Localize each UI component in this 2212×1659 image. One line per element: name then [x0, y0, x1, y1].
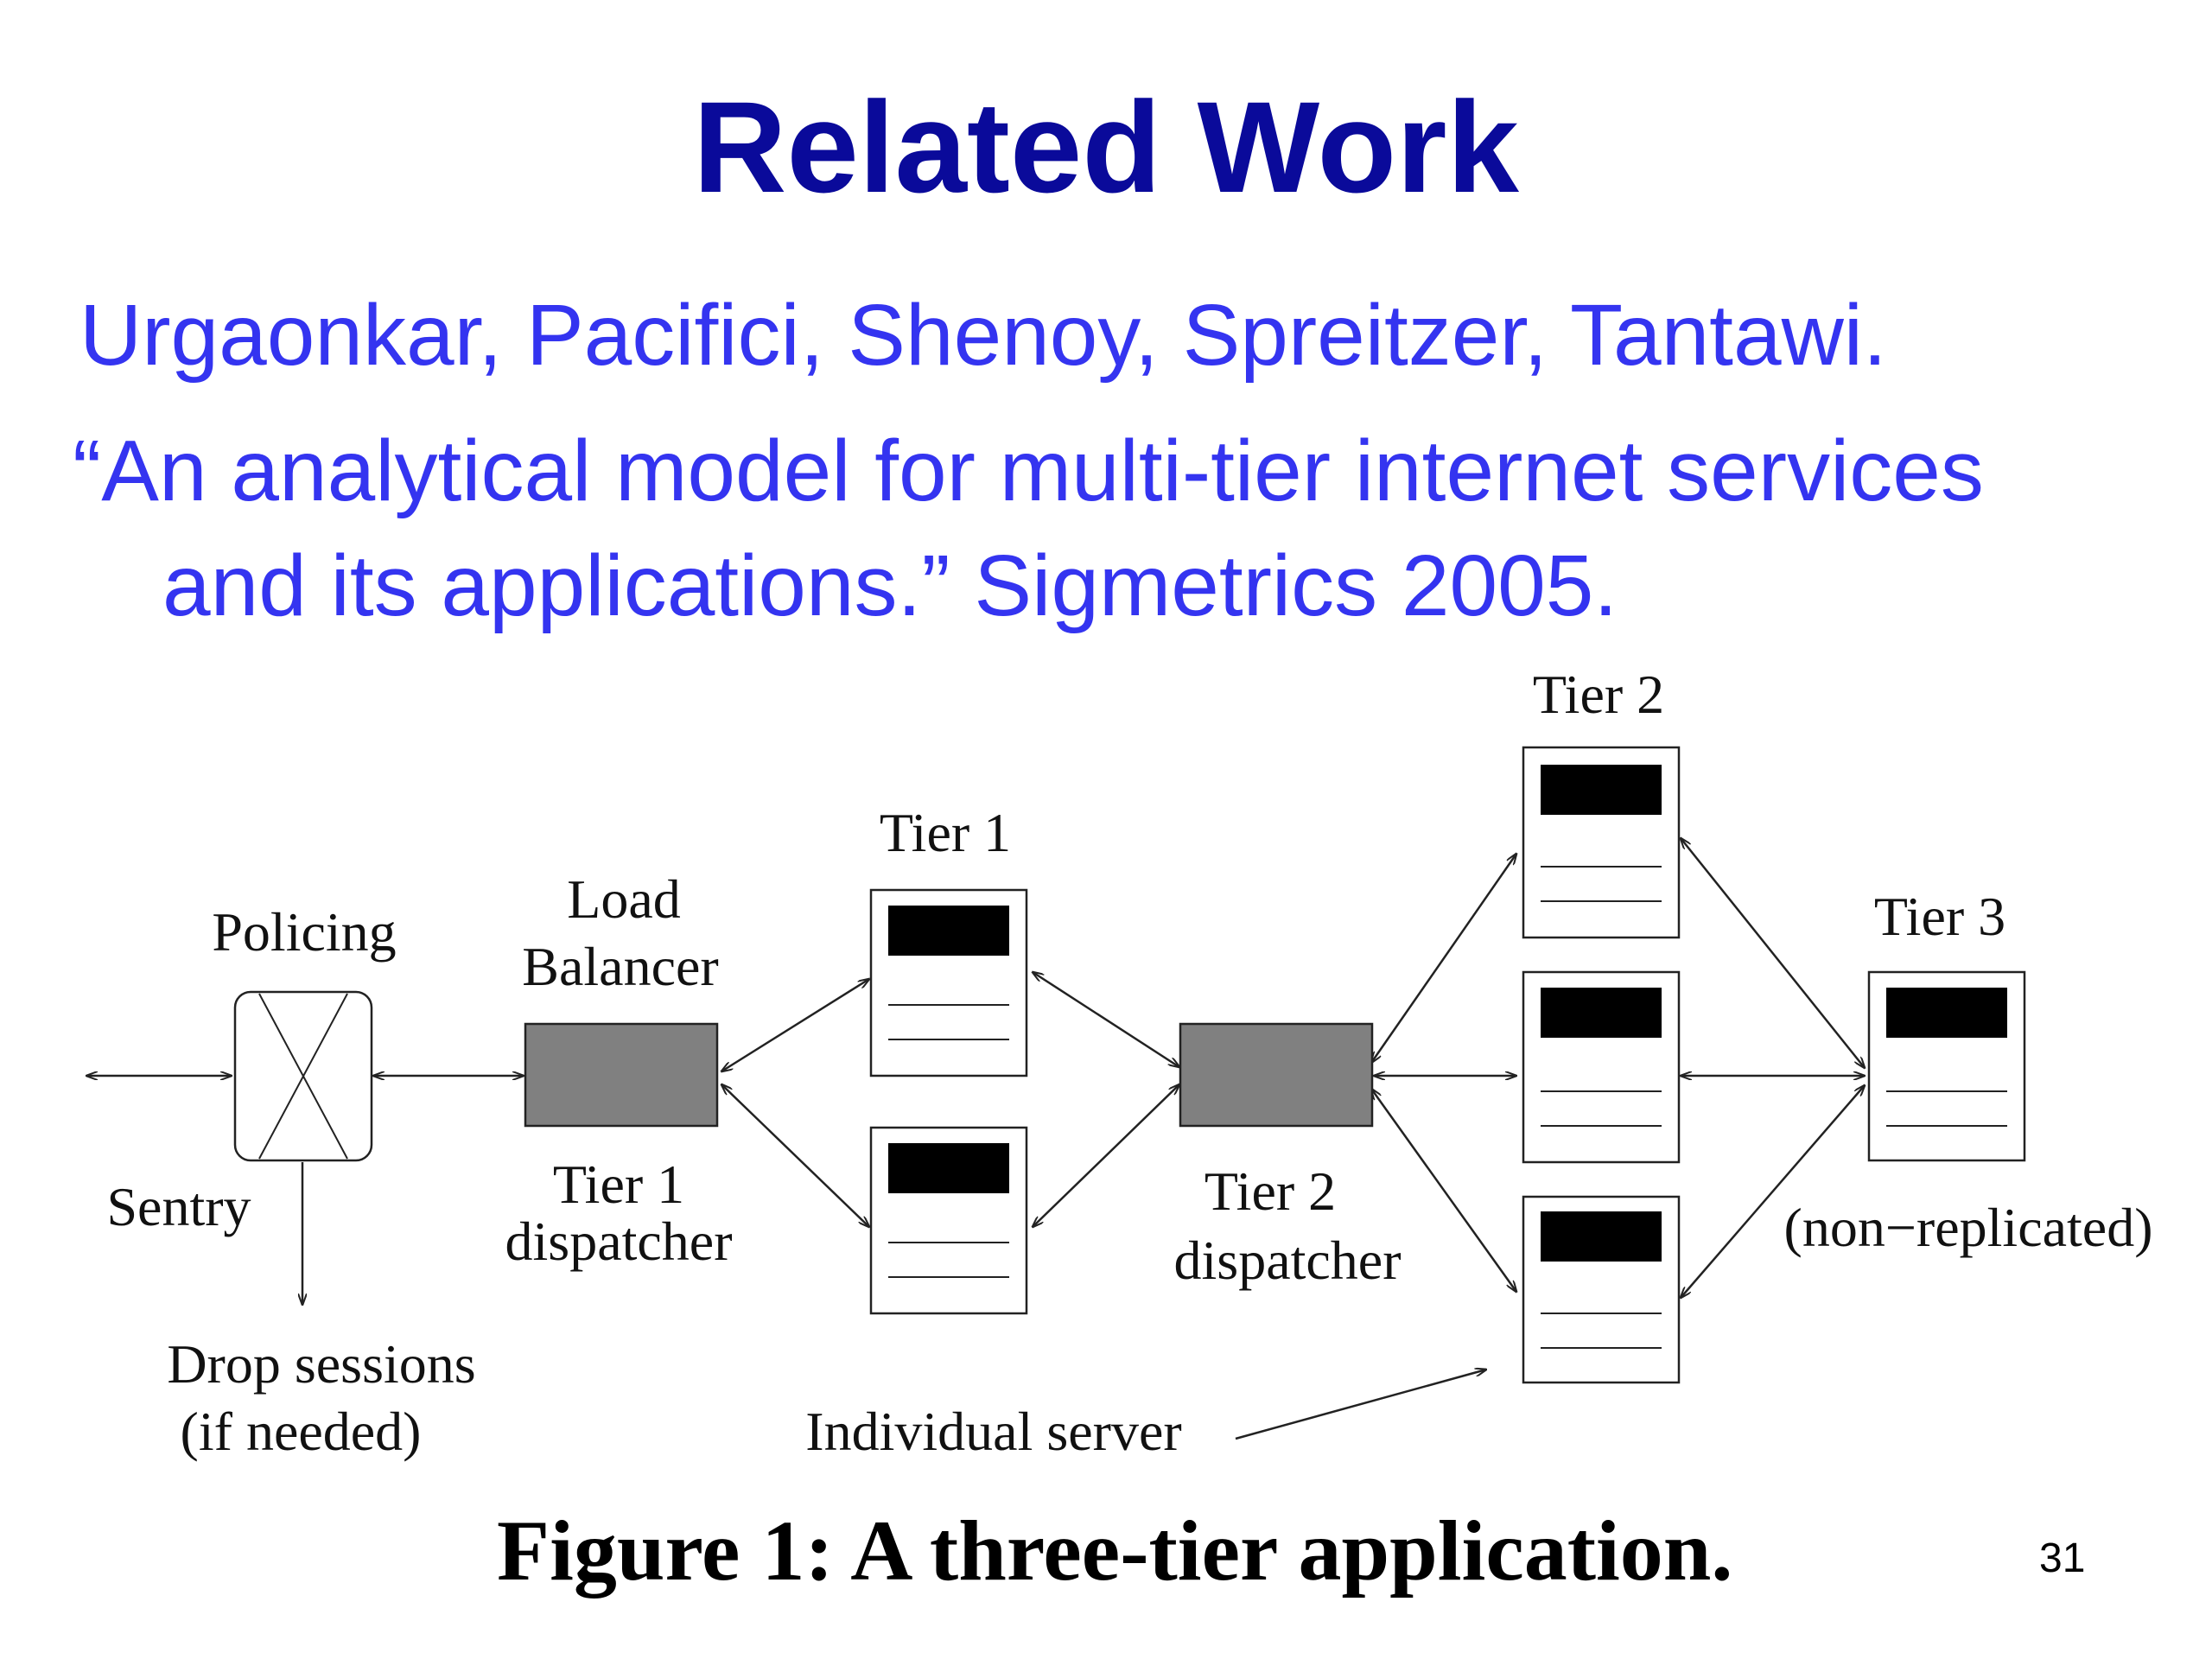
tier1-server-bottom: [869, 1126, 1028, 1315]
policing-label: Policing: [212, 901, 396, 963]
tier2-dispatcher-label-1: Tier 2: [1205, 1160, 1336, 1222]
tier2-server-top: [1522, 746, 1681, 939]
if-needed-label: (if needed): [181, 1401, 422, 1462]
tier1-dispatcher-box: [524, 1022, 719, 1128]
tier1-top-dispatcher2-arrow: [1033, 972, 1179, 1067]
tier2-top-tier3-arrow: [1681, 838, 1865, 1068]
individual-server-label: Individual server: [805, 1401, 1181, 1462]
tier2-dispatcher-label-2: dispatcher: [1174, 1230, 1402, 1291]
tier3-label: Tier 3: [1874, 886, 2005, 947]
tier2-dispatcher-box: [1179, 1022, 1374, 1128]
page-number: 31: [2039, 1535, 2086, 1581]
sentry-label: Sentry: [106, 1176, 251, 1237]
tier1-bottom-dispatcher2-arrow: [1033, 1084, 1179, 1227]
figure-caption: Figure 1: A three-tier application.: [497, 1503, 1733, 1599]
tier3-server: [1867, 970, 2026, 1162]
non-replicated-label: (non−replicated): [1784, 1197, 2153, 1258]
balancer-tier1-top-arrow: [721, 979, 869, 1071]
individual-server-pointer: [1235, 1370, 1486, 1440]
dispatcher2-tier2-bottom-arrow: [1371, 1089, 1516, 1292]
tier1-dispatcher-label-2: dispatcher: [505, 1211, 733, 1272]
balancer-label: Balancer: [522, 936, 718, 997]
sentry-box: [233, 990, 373, 1162]
slide-title: Related Work: [693, 74, 1519, 219]
tier2-server-bottom: [1522, 1195, 1681, 1384]
reference-authors: Urgaonkar, Pacifici, Shenoy, Spreitzer, …: [79, 287, 1887, 384]
tier1-dispatcher-label-1: Tier 1: [553, 1154, 684, 1215]
tier2-server-middle: [1522, 970, 1681, 1164]
balancer-tier1-bottom-arrow: [721, 1084, 869, 1227]
drop-sessions-label: Drop sessions: [167, 1333, 475, 1395]
load-label: Load: [567, 868, 681, 930]
reference-title-line-2: and its applications.” Sigmetrics 2005.: [162, 537, 1618, 634]
tier2-label: Tier 2: [1533, 664, 1664, 725]
dispatcher2-tier2-top-arrow: [1371, 854, 1516, 1063]
tier2-bottom-tier3-arrow: [1681, 1085, 1865, 1298]
tier1-server-top: [869, 888, 1028, 1077]
tier1-label: Tier 1: [880, 802, 1011, 863]
reference-title-line-1: “An analytical model for multi-tier inte…: [73, 423, 1984, 519]
